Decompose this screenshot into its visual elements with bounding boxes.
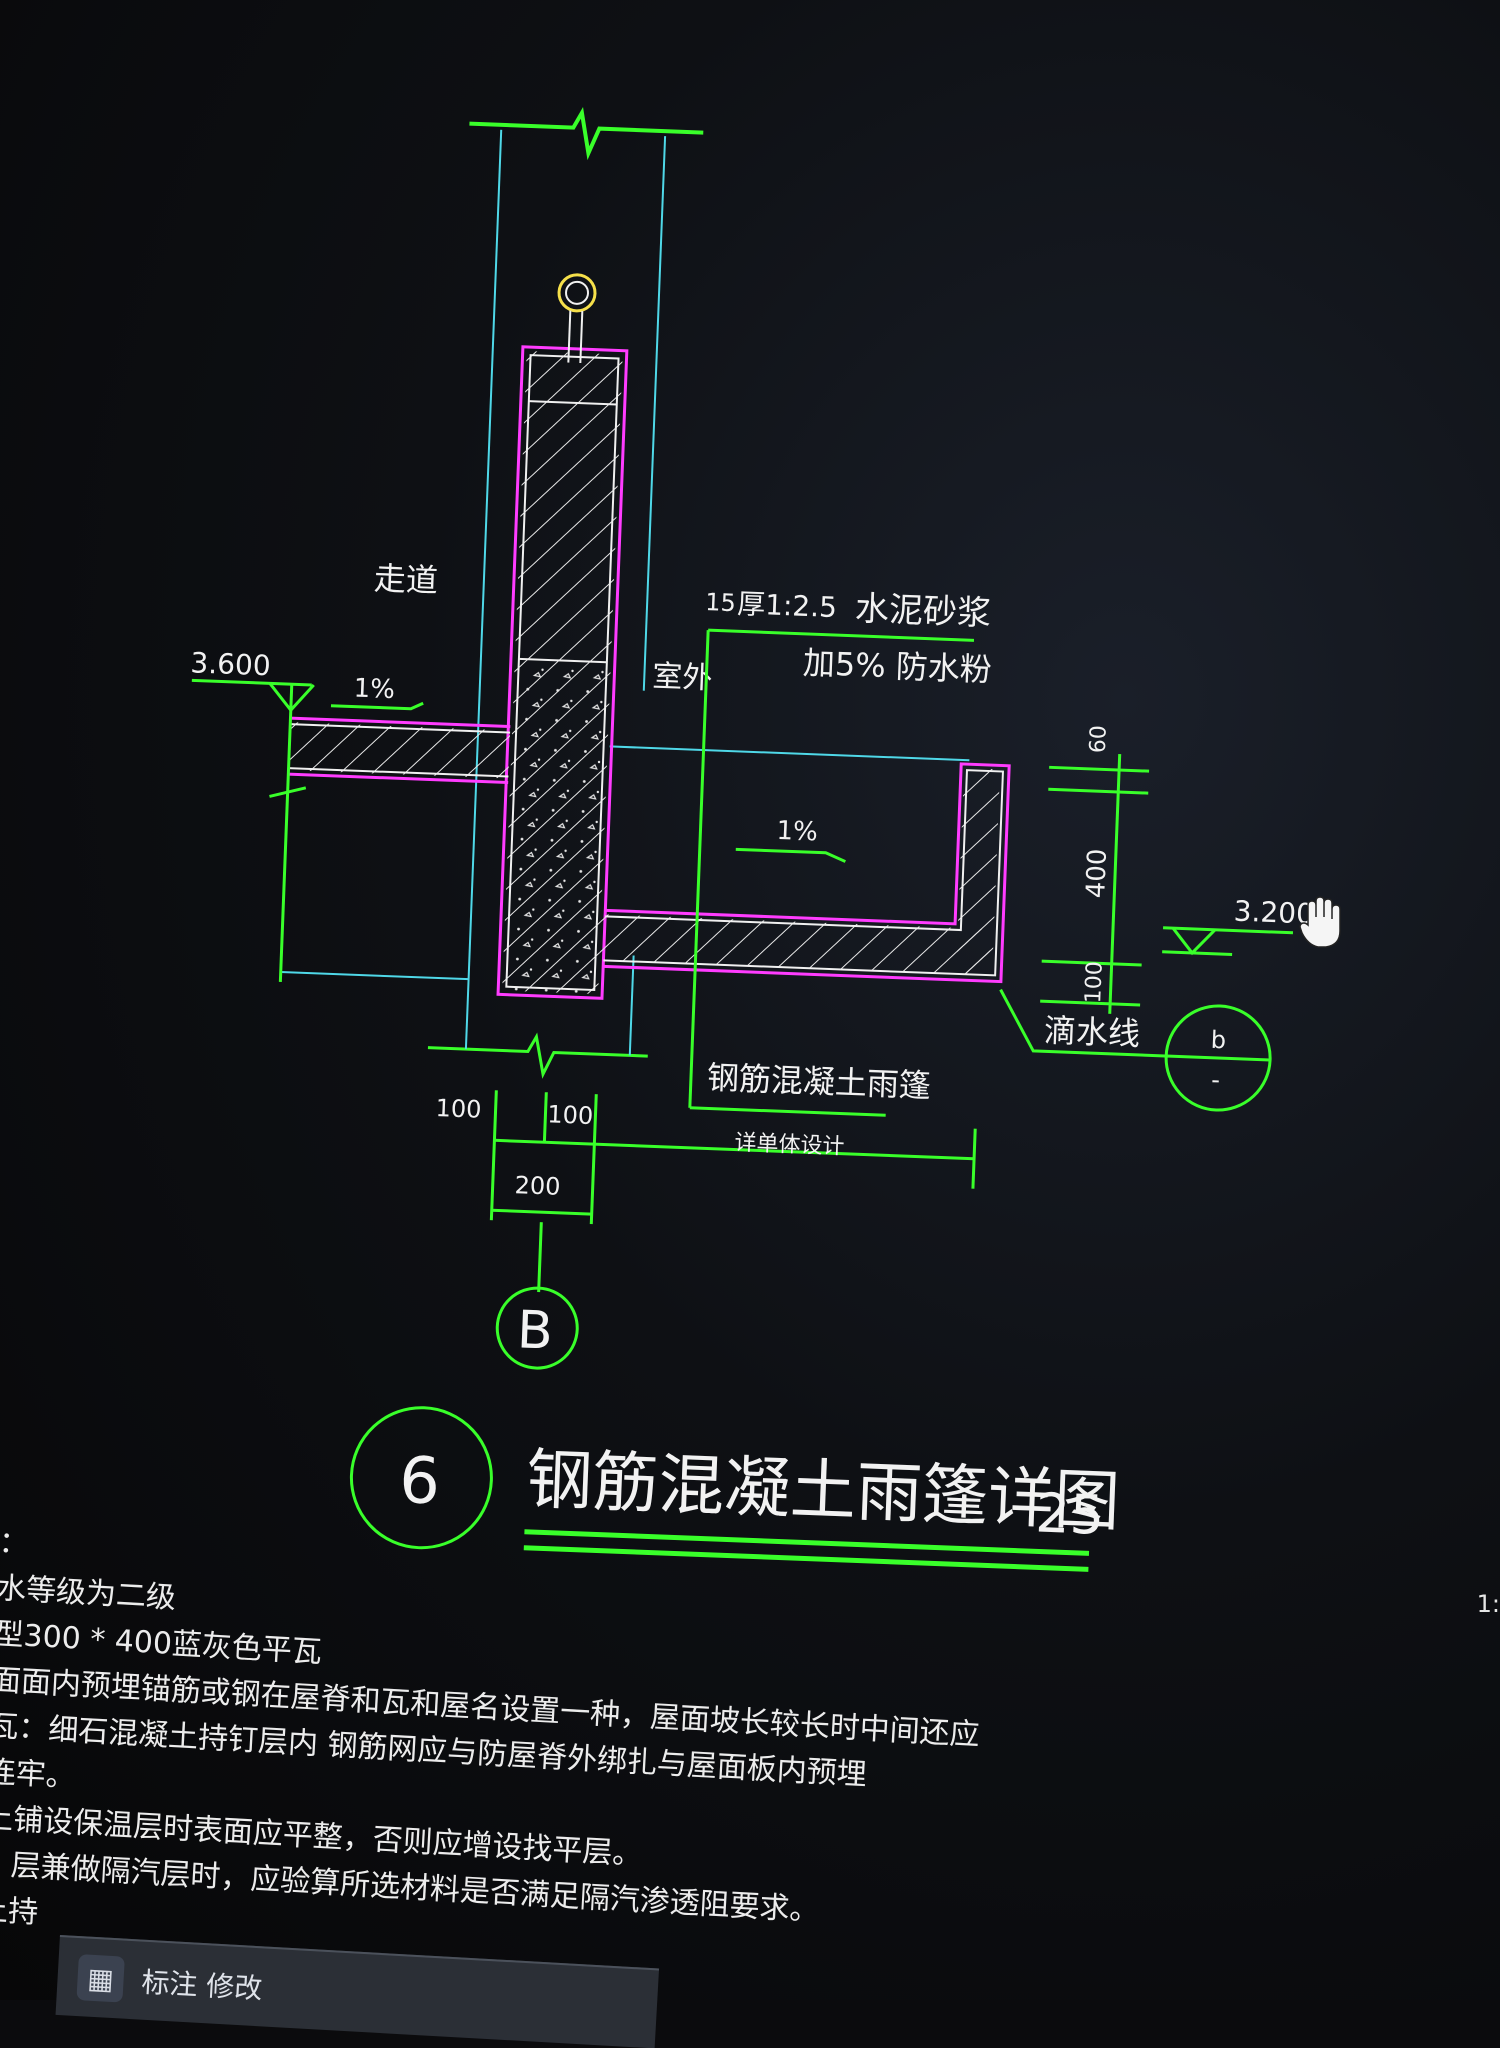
right-edge-text: 1: [1476,1590,1500,1618]
break-line-bottom [427,1032,648,1079]
dim-100-left: 100 [435,1094,482,1124]
dim-100-right: 100 [547,1100,594,1130]
dim-200: 200 [514,1171,561,1201]
title-number-circle [349,1406,493,1550]
svg-text:滴水线: 滴水线 [1043,1011,1140,1053]
wall-lines [280,129,970,1056]
dimension-right [1040,753,1150,1014]
title-number: 6 [398,1444,442,1520]
slope-left: 1% [330,674,424,711]
break-line-top [469,107,704,161]
dim-400: 400 [1081,848,1113,899]
floor-slab [288,716,511,785]
mortar-note: 15 厚1:2.5 水泥砂浆 加5% 防水粉 [688,587,993,1108]
general-notes: ： 水等级为二级 型300 * 400蓝灰色平瓦 面面内预埋锚筋或钢在屋脊和瓦和… [0,1520,998,1989]
elevation-right: 3.200 [1162,895,1315,956]
cad-drawing: 3.600 1% 1% 走道 室外 15 厚1:2.5 水泥砂浆 加5% 防水粉 [190,107,1315,1572]
design-note: 详单体设计 [734,1131,845,1160]
title-text: 钢筋混凝土雨篷详图 [525,1441,1122,1541]
svg-text:15: 15 [705,588,737,617]
svg-text:-: - [1211,1066,1221,1094]
svg-text:1%: 1% [776,816,818,848]
svg-text:加5% 防水粉: 加5% 防水粉 [802,644,992,689]
corridor-label: 走道 [373,559,438,599]
svg-text:水泥砂浆: 水泥砂浆 [854,589,991,634]
taskbar-label[interactable]: 标注 修改 [140,1965,264,2006]
hand-cursor-icon [1299,896,1341,948]
svg-text:b: b [1210,1026,1226,1055]
svg-text:1%: 1% [353,674,395,706]
wall-section [496,345,629,1000]
title-scale: 25 [1034,1481,1105,1547]
dim-60: 60 [1086,725,1112,754]
svg-text:厚1:2.5: 厚1:2.5 [737,587,838,624]
canopy-label: 钢筋混凝土雨篷 [706,1058,931,1105]
grid-icon[interactable]: ▦ [76,1954,125,2003]
svg-text:B: B [516,1300,554,1361]
axis-bubble: B [495,1286,579,1370]
slope-right: 1% [735,816,846,863]
canopy-slab [599,762,1011,984]
elevation-left-text: 3.600 [190,646,271,682]
drip-line-callout: 滴水线 b - [999,988,1272,1112]
dimension-bottom [489,1090,977,1293]
outdoor-label: 室外 [652,659,713,696]
rebar-anchor [557,273,597,364]
elevation-left: 3.600 [190,646,315,983]
dim-100: 100 [1081,961,1108,1004]
